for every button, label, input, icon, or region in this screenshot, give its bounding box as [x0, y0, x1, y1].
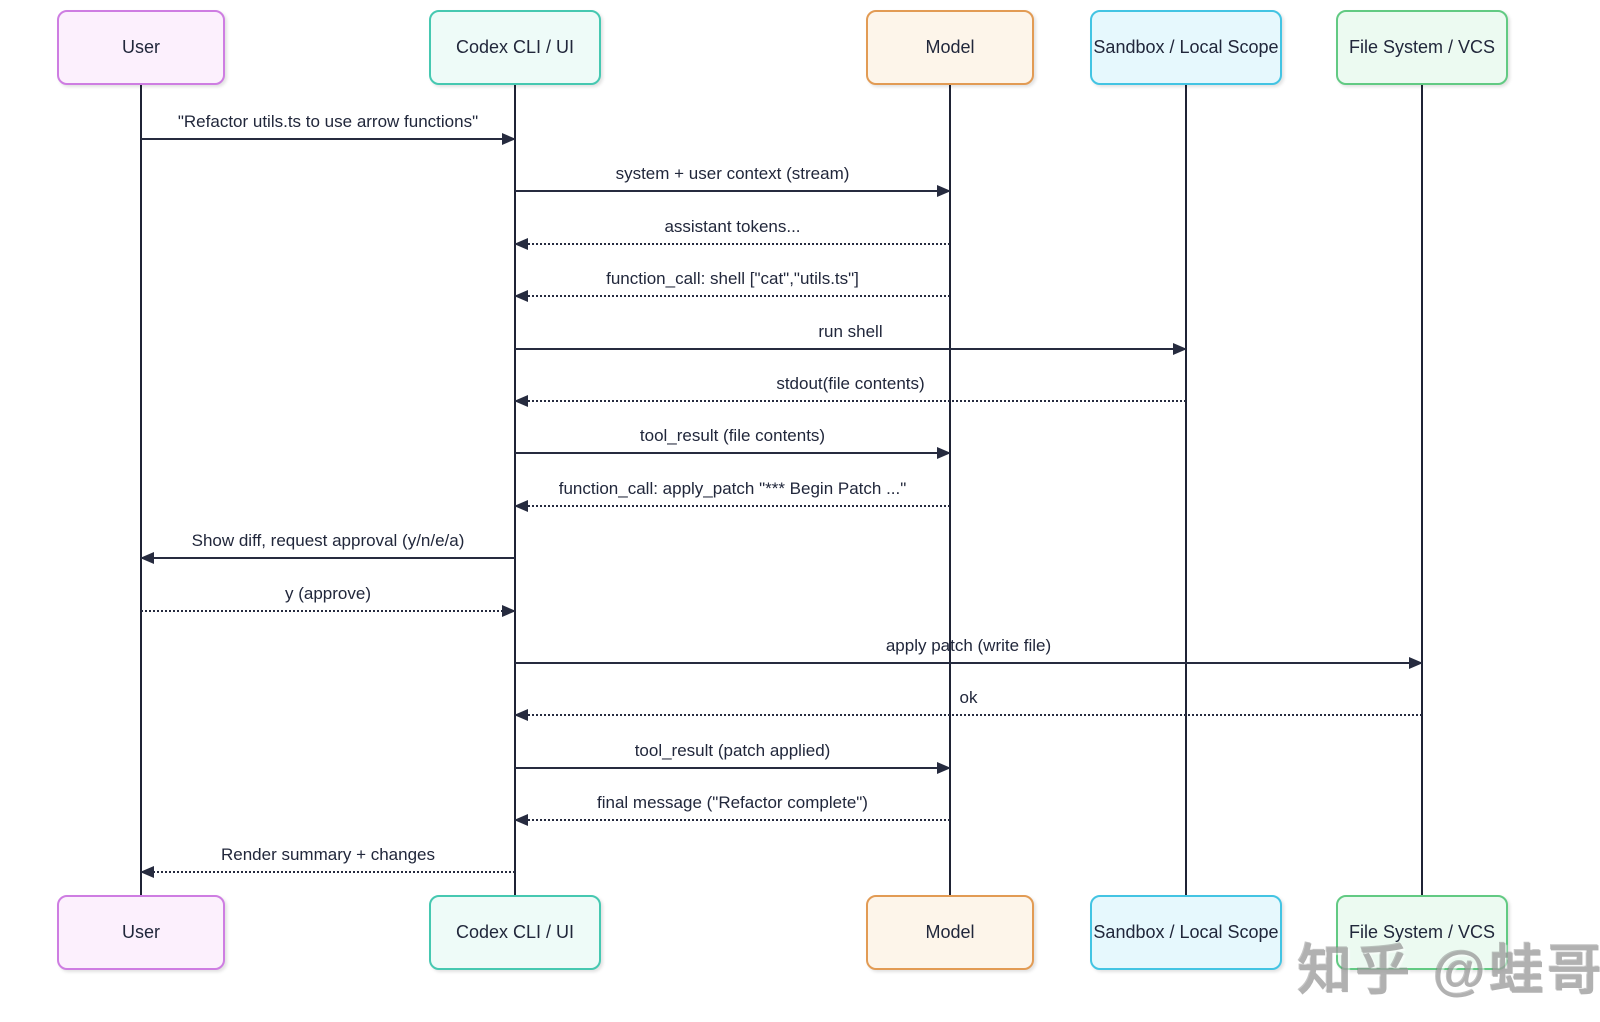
arrowhead-icon — [502, 605, 516, 617]
actor-codex-cli-top: Codex CLI / UI — [429, 10, 601, 85]
arrowhead-icon — [140, 866, 154, 878]
message-filesystem-to-codex-cli: ok — [514, 684, 1422, 721]
message-user-to-codex-cli: y (approve) — [141, 580, 516, 617]
actor-user-top: User — [57, 10, 225, 85]
arrowhead-icon — [937, 185, 951, 197]
filesystem-lifeline — [1421, 85, 1423, 895]
solid-line — [141, 138, 515, 140]
message-label: tool_result (file contents) — [639, 426, 826, 445]
solid-line — [515, 767, 950, 769]
message-label: "Refactor utils.ts to use arrow function… — [177, 112, 479, 131]
sandbox-lifeline — [1185, 85, 1187, 895]
message-model-to-codex-cli: function_call: apply_patch "*** Begin Pa… — [514, 475, 950, 512]
arrowhead-icon — [937, 447, 951, 459]
actor-sandbox-top: Sandbox / Local Scope — [1090, 10, 1282, 85]
arrowhead-icon — [1173, 343, 1187, 355]
arrowhead-icon — [514, 395, 528, 407]
arrowhead-icon — [514, 709, 528, 721]
message-label: system + user context (stream) — [615, 164, 850, 183]
solid-line — [141, 557, 515, 559]
solid-line — [515, 348, 1186, 350]
message-label: run shell — [818, 322, 883, 341]
dotted-line — [515, 400, 1186, 402]
dotted-line — [515, 819, 950, 821]
solid-line — [515, 662, 1422, 664]
message-codex-cli-to-model: system + user context (stream) — [515, 160, 951, 197]
arrowhead-icon — [1409, 657, 1423, 669]
arrowhead-icon — [140, 552, 154, 564]
actor-sandbox-bottom: Sandbox / Local Scope — [1090, 895, 1282, 970]
actor-user-bottom: User — [57, 895, 225, 970]
dotted-line — [515, 295, 950, 297]
message-label: Show diff, request approval (y/n/e/a) — [191, 531, 465, 550]
actor-filesystem-bottom: File System / VCS — [1336, 895, 1508, 970]
message-model-to-codex-cli: function_call: shell ["cat","utils.ts"] — [514, 265, 950, 302]
message-label: stdout(file contents) — [776, 374, 925, 393]
arrowhead-icon — [514, 814, 528, 826]
message-codex-cli-to-sandbox: run shell — [515, 318, 1187, 355]
message-sandbox-to-codex-cli: stdout(file contents) — [514, 370, 1186, 407]
message-label: Render summary + changes — [220, 845, 436, 864]
solid-line — [515, 190, 950, 192]
dotted-line — [515, 505, 950, 507]
message-label: y (approve) — [285, 584, 371, 603]
dotted-line — [141, 610, 515, 612]
dotted-line — [515, 243, 950, 245]
message-codex-cli-to-user: Render summary + changes — [140, 841, 515, 878]
codex-cli-lifeline — [514, 85, 516, 895]
message-label: ok — [959, 688, 978, 707]
arrowhead-icon — [937, 762, 951, 774]
message-label: tool_result (patch applied) — [634, 741, 831, 760]
message-model-to-codex-cli: final message ("Refactor complete") — [514, 789, 950, 826]
message-codex-cli-to-user: Show diff, request approval (y/n/e/a) — [140, 527, 515, 564]
solid-line — [515, 452, 950, 454]
message-label: assistant tokens... — [664, 217, 801, 236]
model-lifeline — [949, 85, 951, 895]
dotted-line — [141, 871, 515, 873]
message-label: function_call: apply_patch "*** Begin Pa… — [558, 479, 907, 498]
arrowhead-icon — [514, 290, 528, 302]
message-model-to-codex-cli: assistant tokens... — [514, 213, 950, 250]
actor-filesystem-top: File System / VCS — [1336, 10, 1508, 85]
actor-codex-cli-bottom: Codex CLI / UI — [429, 895, 601, 970]
message-codex-cli-to-model: tool_result (file contents) — [515, 422, 951, 459]
arrowhead-icon — [514, 500, 528, 512]
actor-model-top: Model — [866, 10, 1034, 85]
arrowhead-icon — [502, 133, 516, 145]
message-codex-cli-to-model: tool_result (patch applied) — [515, 737, 951, 774]
arrowhead-icon — [514, 238, 528, 250]
user-lifeline — [140, 85, 142, 895]
message-user-to-codex-cli: "Refactor utils.ts to use arrow function… — [141, 108, 516, 145]
dotted-line — [515, 714, 1422, 716]
message-label: function_call: shell ["cat","utils.ts"] — [606, 269, 859, 288]
actor-model-bottom: Model — [866, 895, 1034, 970]
message-codex-cli-to-filesystem: apply patch (write file) — [515, 632, 1423, 669]
message-label: apply patch (write file) — [885, 636, 1052, 655]
message-label: final message ("Refactor complete") — [597, 793, 868, 812]
